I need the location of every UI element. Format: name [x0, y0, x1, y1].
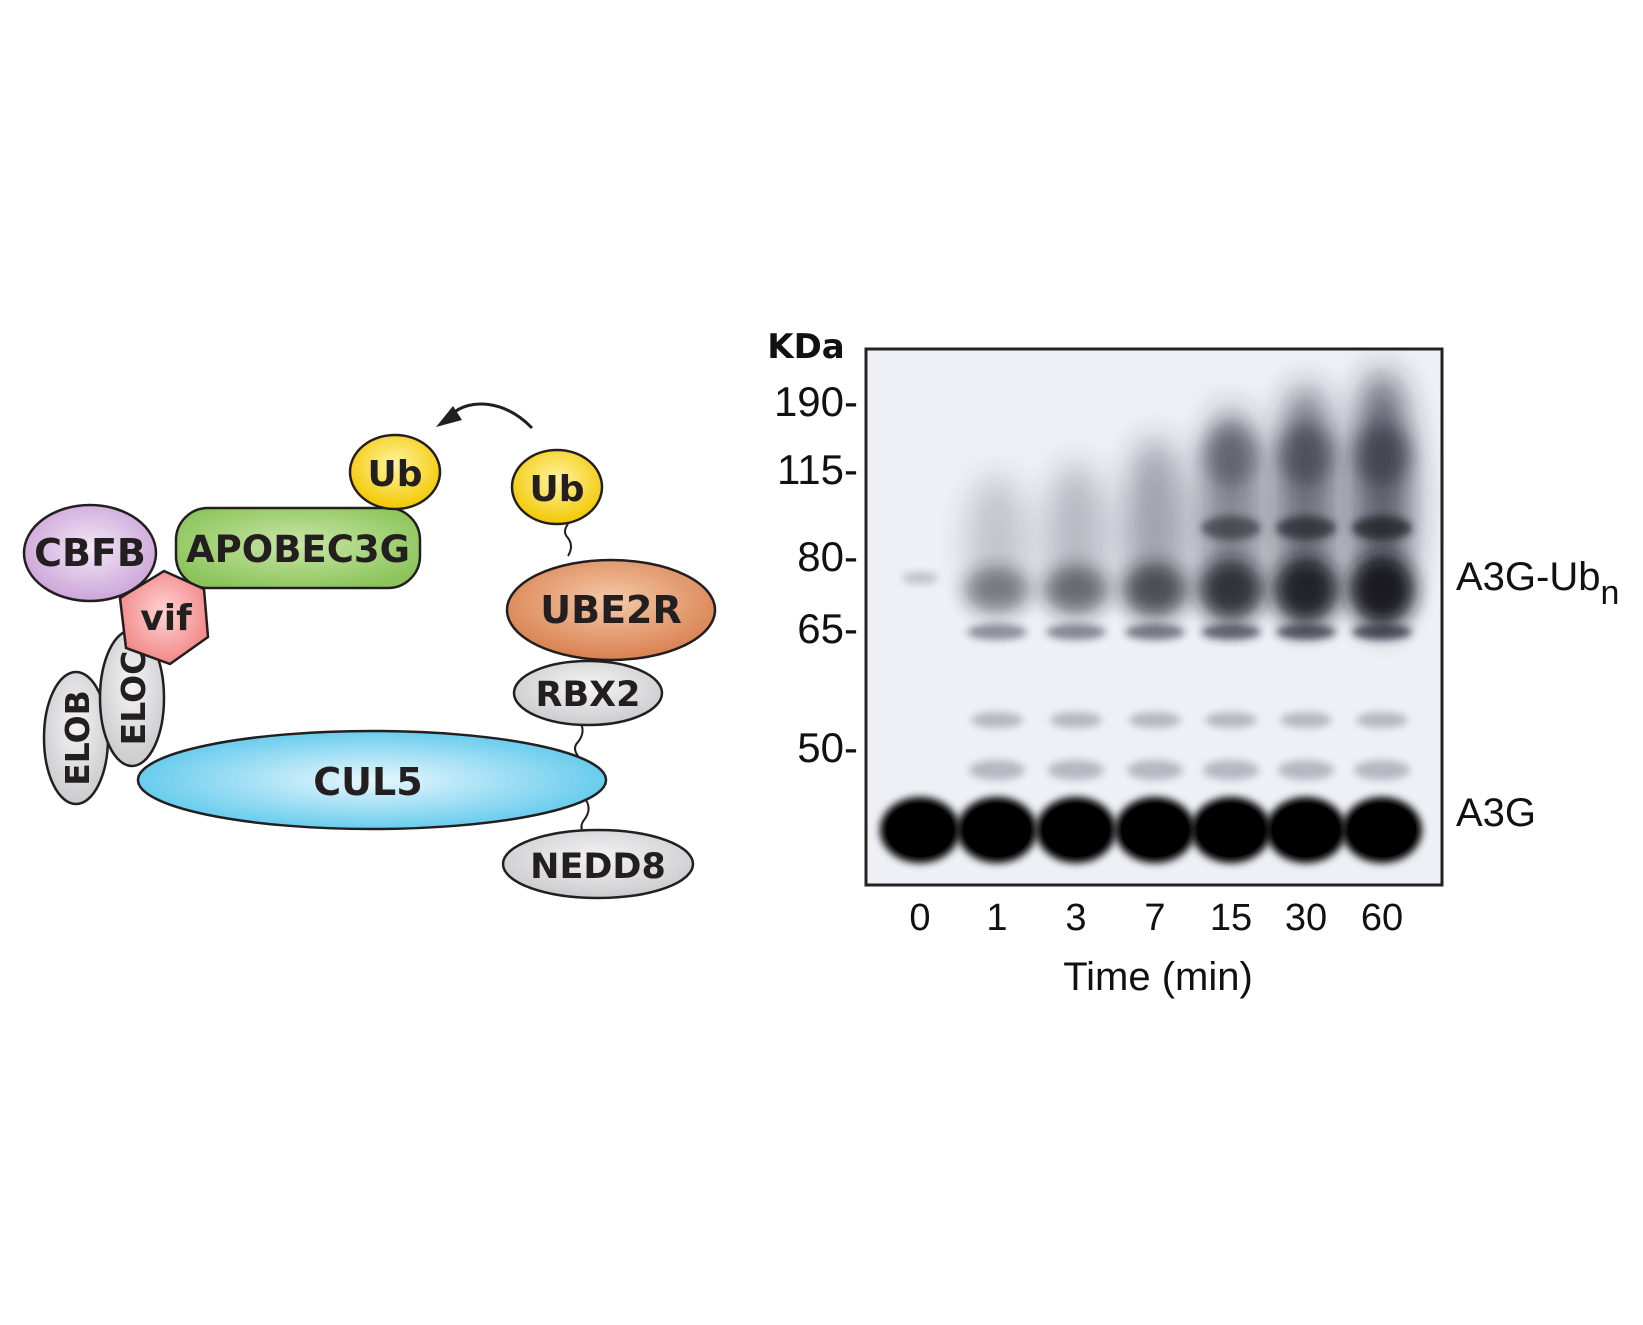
- faint-band: [902, 572, 938, 584]
- svg-text:Ub: Ub: [529, 469, 584, 510]
- svg-text:RBX2: RBX2: [536, 675, 641, 715]
- faint-band: [1356, 712, 1408, 728]
- svg-text:APOBEC3G: APOBEC3G: [186, 528, 410, 571]
- svg-text:ELOB: ELOB: [58, 690, 97, 786]
- marker-label: 65-: [797, 605, 858, 652]
- ub-band: [1198, 560, 1264, 620]
- ub-band: [1043, 565, 1109, 615]
- gel-frame: [864, 347, 1444, 887]
- arrowhead-icon: [436, 406, 462, 427]
- marker-label: 50-: [797, 724, 858, 771]
- svg-text:UBE2R: UBE2R: [540, 588, 681, 632]
- ub-substrate: Ub: [348, 433, 442, 511]
- lane-label: 3: [1065, 897, 1086, 939]
- a3g-band-core: [1348, 803, 1416, 857]
- gel-lane: [1036, 463, 1116, 863]
- gel-lane: [880, 572, 960, 863]
- ub-band: [1278, 425, 1334, 485]
- lane-label: 0: [909, 897, 930, 939]
- marker-label: 115-: [777, 446, 858, 493]
- lane-label: 7: [1144, 897, 1165, 939]
- faint-band: [1048, 760, 1104, 780]
- ub-band: [1352, 516, 1412, 540]
- rbx2: RBX2: [512, 659, 664, 727]
- label-subscript-n: n: [1601, 574, 1620, 612]
- marker-label: 80-: [797, 533, 858, 580]
- ube2r: UBE2R: [505, 558, 717, 662]
- eloc: ELOC: [98, 628, 166, 768]
- ub-band: [1273, 557, 1339, 623]
- ub-band: [967, 624, 1027, 640]
- faint-band: [1050, 712, 1102, 728]
- ub-band: [1203, 425, 1259, 485]
- ub-band: [1276, 516, 1336, 540]
- linker-ub-ube2r: [564, 523, 572, 557]
- crl5-complex-diagram: CUL5 ELOB ELOC CBFB APOBEC3G vif: [22, 402, 717, 900]
- faint-band: [971, 712, 1023, 728]
- ub-e2: Ub: [510, 448, 604, 526]
- mw-markers: 190- 115- 80- 65- 50-: [774, 378, 858, 771]
- faint-band: [1127, 760, 1183, 780]
- faint-band: [1280, 712, 1332, 728]
- svg-text:vif: vif: [140, 598, 192, 639]
- ub-band: [964, 567, 1030, 613]
- ub-band: [1201, 516, 1261, 540]
- a3g-band-core: [963, 803, 1031, 857]
- lane-label: 1: [986, 897, 1007, 939]
- svg-text:ELOC: ELOC: [114, 651, 153, 746]
- label-a3g: A3G: [1456, 791, 1536, 835]
- gel-bands: [880, 370, 1422, 863]
- ubiquitination-gel: KDa 190- 115- 80- 65- 50- 0 1 3 7 15 30 60 Time (m…: [767, 327, 1619, 999]
- ub-band: [1349, 556, 1415, 624]
- label-a3g-ub: A3G-Ub: [1456, 555, 1601, 599]
- faint-band: [1203, 760, 1259, 780]
- a3g-band-core: [1197, 803, 1265, 857]
- gel-lane: [957, 475, 1037, 863]
- gel-lane: [1342, 370, 1422, 863]
- cul5: CUL5: [136, 729, 608, 831]
- elob: ELOB: [42, 670, 110, 806]
- apobec3g: APOBEC3G: [174, 506, 422, 590]
- ub-band: [1276, 624, 1336, 640]
- ub-band: [1354, 425, 1410, 485]
- ub-band: [1201, 624, 1261, 640]
- a3g-band-core: [1272, 803, 1340, 857]
- svg-text:CBFB: CBFB: [34, 531, 146, 575]
- lane-label: 15: [1210, 897, 1252, 939]
- linker-rbx2-cul5: [574, 721, 584, 757]
- ub-transfer-arrow: [451, 402, 534, 430]
- faint-band: [1278, 760, 1334, 780]
- a3g-band-core: [886, 803, 954, 857]
- faint-band: [1129, 712, 1181, 728]
- gel-lane: [1191, 407, 1271, 863]
- lane-labels: 0 1 3 7 15 30 60: [909, 897, 1403, 939]
- gel-lane: [1266, 385, 1346, 863]
- cbfb: CBFB: [22, 503, 158, 603]
- marker-label: 190-: [774, 378, 858, 425]
- ub-band: [1046, 624, 1106, 640]
- svg-text:CUL5: CUL5: [313, 760, 422, 804]
- label-a3g-ubn: A3G-Ubn: [1456, 555, 1619, 612]
- ub-band: [1125, 624, 1185, 640]
- faint-band: [969, 760, 1025, 780]
- faint-band: [1354, 760, 1410, 780]
- x-axis-label: Time (min): [1063, 955, 1253, 999]
- kda-header: KDa: [767, 327, 845, 367]
- nedd8: NEDD8: [501, 828, 695, 900]
- vif: vif: [118, 569, 210, 666]
- ub-band: [1352, 624, 1412, 640]
- faint-band: [1205, 712, 1257, 728]
- ub-band: [1122, 563, 1188, 617]
- svg-text:NEDD8: NEDD8: [530, 847, 666, 887]
- svg-text:Ub: Ub: [367, 454, 422, 495]
- lane-label: 30: [1285, 897, 1327, 939]
- gel-lane: [1115, 437, 1195, 863]
- a3g-band-core: [1042, 803, 1110, 857]
- a3g-band-core: [1121, 803, 1189, 857]
- lane-label: 60: [1361, 897, 1403, 939]
